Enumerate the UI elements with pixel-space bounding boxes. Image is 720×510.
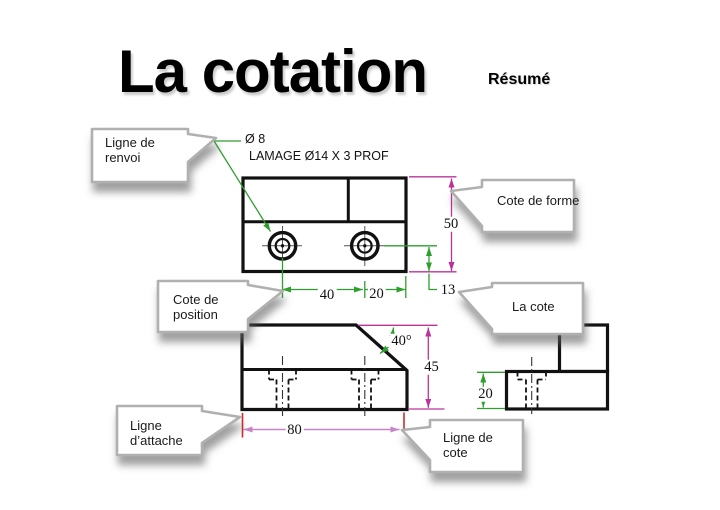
magenta-extension-lines	[358, 176, 457, 410]
dim-hole-offset: 13	[438, 281, 458, 298]
front-view	[240, 323, 409, 416]
page-subtitle: Résumé	[488, 71, 551, 88]
dim-hole-spacing: 40	[317, 286, 337, 303]
page-title: La cotation	[118, 38, 428, 105]
dim-chamfer-angle: 40°	[389, 332, 414, 349]
dim-base-height: 20	[476, 385, 495, 402]
attach-lines	[241, 412, 405, 438]
label-ligne-de-cote: Ligne de cote	[443, 430, 493, 460]
dim-width-total: 80	[285, 421, 304, 438]
label-cote-de-forme: Cote de forme	[497, 193, 580, 208]
dim-hole-to-edge: 20	[367, 285, 386, 302]
dim-depth-total: 50	[441, 215, 461, 232]
hole-diameter-note: Ø 8	[245, 132, 266, 146]
label-ligne-d-attache: Ligne d’attache	[130, 418, 183, 448]
centerlines	[281, 356, 366, 416]
label-la-cote: La cote	[512, 299, 555, 314]
top-view	[241, 176, 408, 274]
side-view	[504, 323, 610, 414]
dim-height-total: 45	[422, 358, 441, 375]
label-cote-de-position: Cote de position	[173, 292, 219, 322]
counterbore-note: LAMAGE Ø14 X 3 PROF	[249, 148, 389, 163]
label-ligne-de-renvoi: Ligne de renvoi	[105, 135, 155, 165]
hidden-lines	[268, 369, 380, 410]
